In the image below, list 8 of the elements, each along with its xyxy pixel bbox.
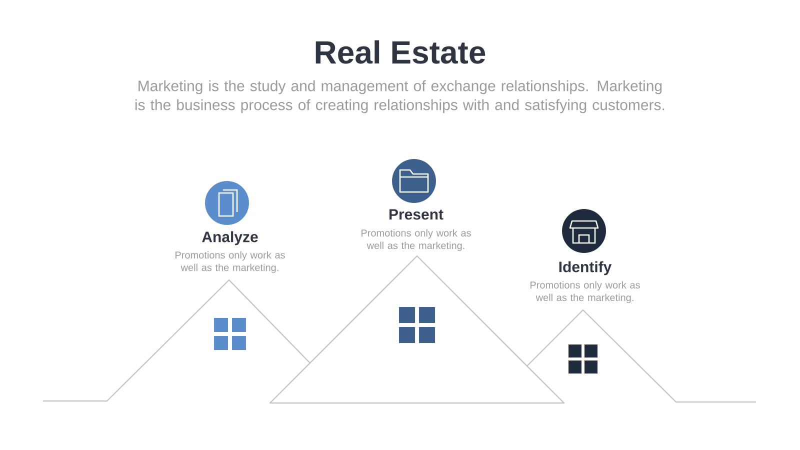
- heading: Identify: [559, 261, 612, 276]
- description: Promotions only work as well as the marketing.: [362, 229, 471, 252]
- title: Real Estate: [316, 40, 486, 64]
- heading: Analyze: [202, 231, 258, 246]
- description: Promotions only work as well as the marketing.: [176, 251, 285, 274]
- heading: Present: [390, 209, 444, 220]
- description: Promotions only work as well as the marketing.: [530, 281, 640, 304]
- subtitle: Marketing is the study and management of exchange relationships. Marketing is the business process of creating relationships with and satisfying customers.: [135, 80, 664, 114]
